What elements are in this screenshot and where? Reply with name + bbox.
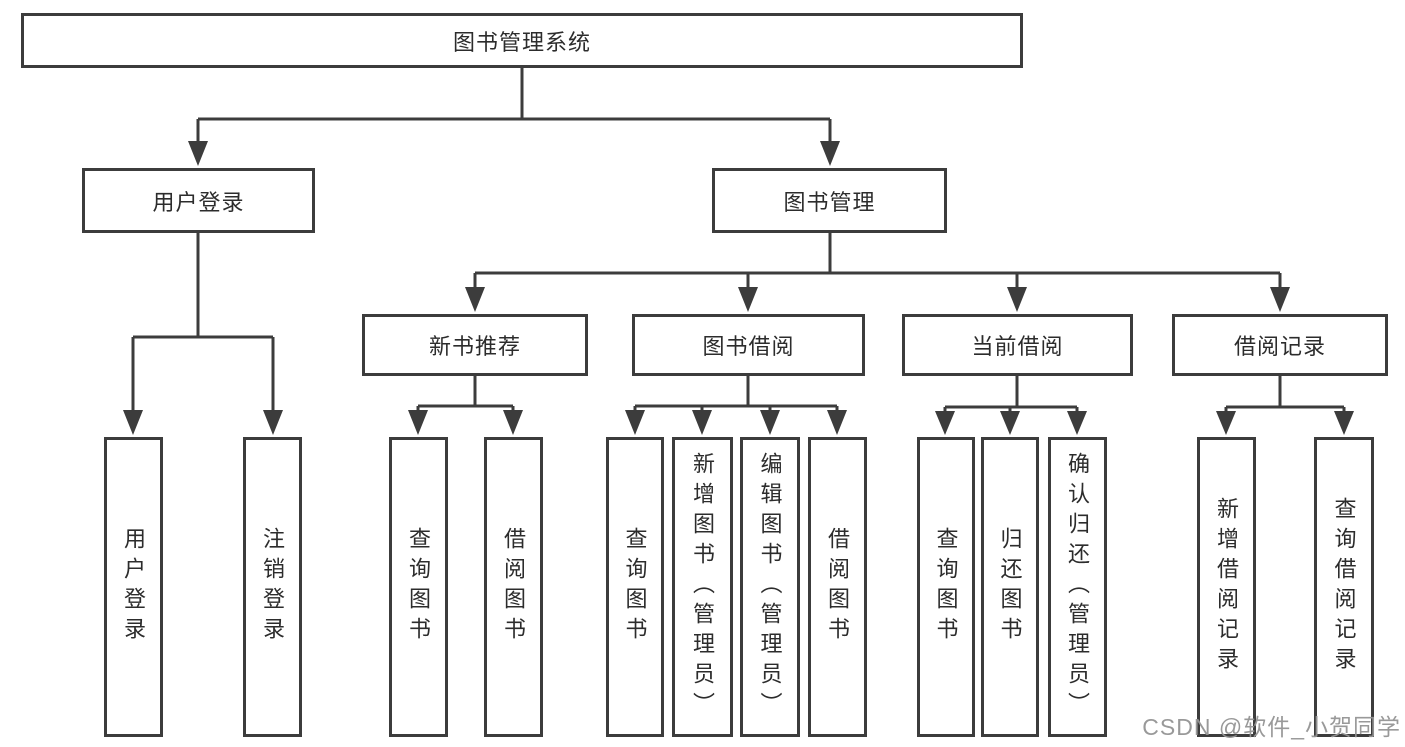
- node-label: 查询图书: [933, 527, 959, 647]
- node-login: 用户登录: [104, 437, 163, 737]
- node-label: 确认归还（管理员）: [1065, 452, 1091, 722]
- connector-current-borrow-group: [935, 376, 1087, 435]
- node-borrow-records: 借阅记录: [1172, 314, 1388, 376]
- connector-book-borrow-group: [625, 376, 847, 435]
- node-return-books: 归还图书: [981, 437, 1039, 737]
- node-label: 查询图书: [622, 527, 648, 647]
- node-root: 图书管理系统: [21, 13, 1023, 68]
- node-user-login: 用户登录: [82, 168, 315, 233]
- node-label: 借阅图书: [825, 527, 851, 647]
- node-query-borrow-record: 查询借阅记录: [1314, 437, 1374, 737]
- connector-user-login-group: [123, 233, 283, 435]
- connector-new-book-group: [408, 376, 523, 435]
- node-label: 编辑图书（管理员）: [757, 452, 783, 722]
- node-manage-query-books: 查询图书: [606, 437, 664, 737]
- node-book-borrow: 图书借阅: [632, 314, 865, 376]
- node-edit-books-admin: 编辑图书（管理员）: [740, 437, 800, 737]
- node-label: 注销登录: [260, 527, 286, 647]
- node-confirm-return-admin: 确认归还（管理员）: [1048, 437, 1107, 737]
- node-add-books-admin: 新增图书（管理员）: [672, 437, 733, 737]
- node-recommend-borrow-books: 借阅图书: [484, 437, 543, 737]
- csdn-watermark: CSDN @软件_小贺同学: [1142, 714, 1401, 740]
- node-label: 新增借阅记录: [1214, 497, 1240, 677]
- node-new-book-recommend: 新书推荐: [362, 314, 588, 376]
- node-manage-borrow-books: 借阅图书: [808, 437, 867, 737]
- node-add-borrow-record: 新增借阅记录: [1197, 437, 1256, 737]
- connector-borrow-records-group: [1216, 376, 1354, 435]
- node-label: 归还图书: [997, 527, 1023, 647]
- node-label: 用户登录: [121, 527, 147, 647]
- node-label: 借阅图书: [501, 527, 527, 647]
- node-book-management: 图书管理: [712, 168, 947, 233]
- node-logout: 注销登录: [243, 437, 302, 737]
- node-label: 查询借阅记录: [1331, 497, 1357, 677]
- node-label: 查询图书: [406, 527, 432, 647]
- connector-book-management-to-level2: [465, 233, 1290, 312]
- node-recommend-query-books: 查询图书: [389, 437, 448, 737]
- connector-root-to-level1: [188, 68, 840, 166]
- node-current-query-books: 查询图书: [917, 437, 975, 737]
- node-current-borrow: 当前借阅: [902, 314, 1133, 376]
- node-label: 新增图书（管理员）: [690, 452, 716, 722]
